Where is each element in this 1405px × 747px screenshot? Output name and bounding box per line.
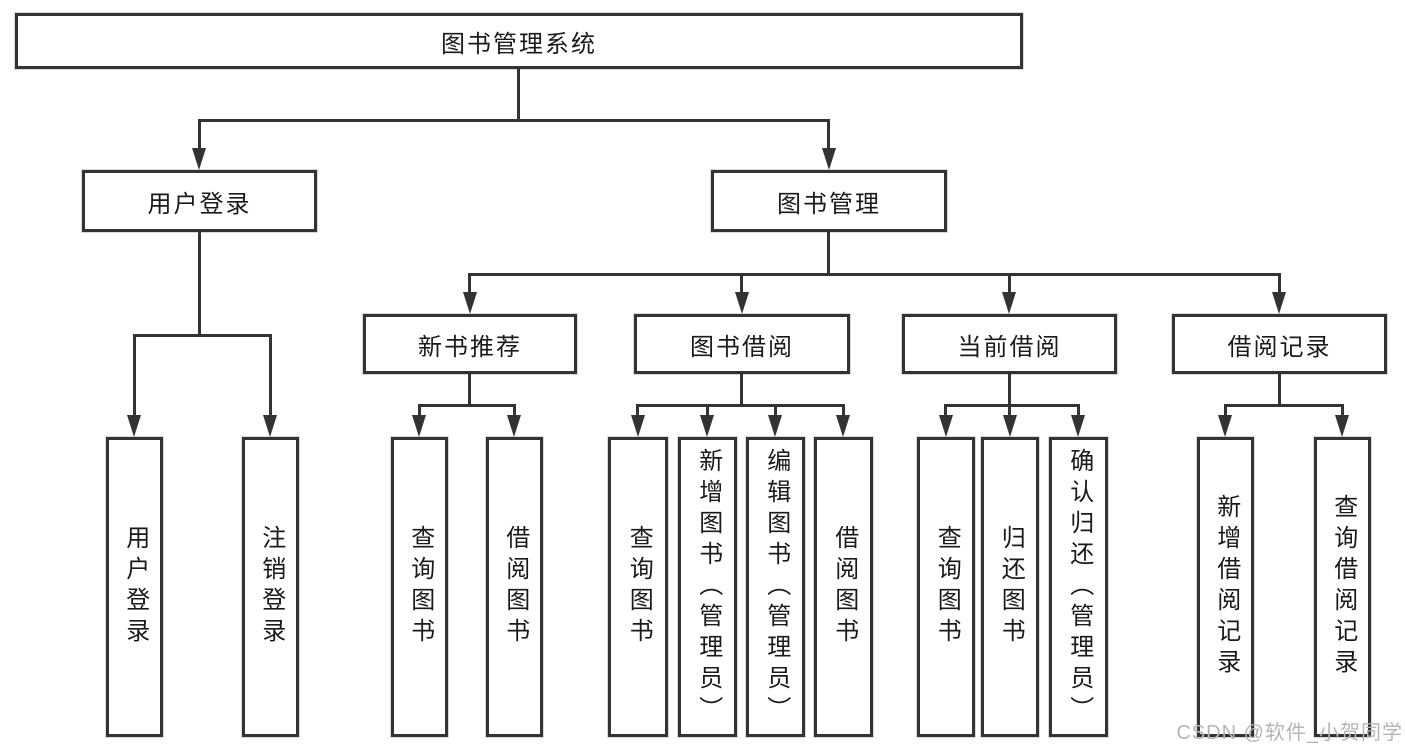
arrowhead bbox=[192, 148, 206, 170]
leaf-user-login: 用户登录 bbox=[106, 437, 163, 737]
connector-line bbox=[1224, 407, 1227, 417]
leaf-query-books-borrow: 查询图书 bbox=[608, 437, 668, 737]
connector-line bbox=[1278, 276, 1281, 294]
connector-line bbox=[827, 119, 830, 150]
arrowhead bbox=[263, 415, 277, 437]
leaf-label: 借阅图书 bbox=[830, 525, 858, 649]
node-label: 新书推荐 bbox=[418, 333, 522, 361]
arrowhead bbox=[507, 415, 521, 437]
node-book-management: 图书管理 bbox=[711, 170, 947, 232]
leaf-add-borrow-record: 新增借阅记录 bbox=[1197, 437, 1254, 737]
arrowhead bbox=[1071, 415, 1085, 437]
connector-line bbox=[198, 232, 201, 337]
leaf-query-books-recommend: 查询图书 bbox=[391, 437, 448, 737]
arrowhead bbox=[1272, 292, 1286, 314]
arrowhead bbox=[822, 148, 836, 170]
connector-line bbox=[269, 337, 272, 417]
leaf-label: 查询图书 bbox=[625, 525, 653, 649]
leaf-borrow-books-recommend: 借阅图书 bbox=[486, 437, 543, 737]
connector-line bbox=[1224, 404, 1344, 407]
connector-line bbox=[468, 276, 471, 294]
leaf-edit-books-admin: 编辑图书（管理员） bbox=[746, 437, 805, 737]
connector-line bbox=[740, 374, 743, 407]
node-user-login-group: 用户登录 bbox=[82, 170, 317, 232]
leaf-label: 查询图书 bbox=[933, 525, 961, 649]
connector-line bbox=[133, 337, 136, 417]
connector-line bbox=[1278, 374, 1281, 407]
leaf-label: 查询借阅记录 bbox=[1329, 494, 1357, 680]
connector-line bbox=[1077, 407, 1080, 417]
node-label: 图书管理 bbox=[777, 190, 881, 218]
connector-line bbox=[513, 407, 516, 417]
leaf-label: 归还图书 bbox=[997, 525, 1025, 649]
connector-line bbox=[944, 404, 1080, 407]
connector-line bbox=[198, 119, 830, 122]
arrowhead bbox=[1003, 415, 1017, 437]
connector-line bbox=[468, 273, 1281, 276]
arrowhead bbox=[1002, 292, 1016, 314]
connector-line bbox=[133, 334, 272, 337]
connector-line bbox=[827, 232, 830, 276]
arrowhead bbox=[1218, 415, 1232, 437]
leaf-confirm-return-admin: 确认归还（管理员） bbox=[1049, 437, 1108, 737]
leaf-label: 确认归还（管理员） bbox=[1065, 447, 1093, 727]
connector-line bbox=[706, 407, 709, 417]
leaf-query-books-current: 查询图书 bbox=[917, 437, 975, 737]
node-current-borrow: 当前借阅 bbox=[902, 314, 1117, 374]
csdn-watermark: CSDN @软件_小贺同学 bbox=[1176, 722, 1403, 744]
connector-line bbox=[944, 407, 947, 417]
arrowhead bbox=[1335, 415, 1349, 437]
node-borrow-record: 借阅记录 bbox=[1172, 314, 1387, 374]
connector-line bbox=[1008, 407, 1011, 417]
arrowhead bbox=[631, 415, 645, 437]
leaf-logout: 注销登录 bbox=[242, 437, 299, 737]
node-new-book-recommend: 新书推荐 bbox=[363, 314, 577, 374]
arrowhead bbox=[700, 415, 714, 437]
node-label: 图书管理系统 bbox=[441, 30, 597, 58]
connector-line bbox=[842, 407, 845, 417]
connector-line bbox=[198, 119, 201, 150]
connector-line bbox=[418, 404, 516, 407]
leaf-label: 新增借阅记录 bbox=[1212, 494, 1240, 680]
connector-line bbox=[517, 69, 520, 122]
connector-line bbox=[636, 407, 639, 417]
connector-line bbox=[1008, 276, 1011, 294]
node-label: 当前借阅 bbox=[957, 333, 1062, 361]
connector-line bbox=[1008, 374, 1011, 407]
leaf-label: 用户登录 bbox=[121, 525, 149, 649]
connector-line bbox=[636, 404, 845, 407]
leaf-add-books-admin: 新增图书（管理员） bbox=[678, 437, 737, 737]
connector-line bbox=[774, 407, 777, 417]
connector-line bbox=[1341, 407, 1344, 417]
leaf-label: 编辑图书（管理员） bbox=[762, 447, 790, 727]
arrowhead bbox=[412, 415, 426, 437]
node-library-system: 图书管理系统 bbox=[15, 13, 1023, 69]
arrowhead bbox=[463, 292, 477, 314]
leaf-label: 注销登录 bbox=[257, 525, 285, 649]
arrowhead bbox=[836, 415, 850, 437]
node-book-borrow: 图书借阅 bbox=[634, 314, 850, 374]
connector-line bbox=[468, 374, 471, 407]
arrowhead bbox=[127, 415, 141, 437]
arrowhead bbox=[735, 292, 749, 314]
leaf-query-borrow-record: 查询借阅记录 bbox=[1314, 437, 1371, 737]
leaf-label: 借阅图书 bbox=[501, 525, 529, 649]
node-label: 用户登录 bbox=[147, 190, 252, 218]
node-label: 借阅记录 bbox=[1227, 333, 1332, 361]
leaf-borrow-books: 借阅图书 bbox=[814, 437, 873, 737]
leaf-label: 查询图书 bbox=[406, 525, 434, 649]
leaf-label: 新增图书（管理员） bbox=[694, 447, 722, 727]
arrowhead bbox=[939, 415, 953, 437]
leaf-return-books: 归还图书 bbox=[981, 437, 1039, 737]
connector-line bbox=[418, 407, 421, 417]
node-label: 图书借阅 bbox=[690, 333, 794, 361]
connector-line bbox=[740, 276, 743, 294]
arrowhead bbox=[768, 415, 782, 437]
